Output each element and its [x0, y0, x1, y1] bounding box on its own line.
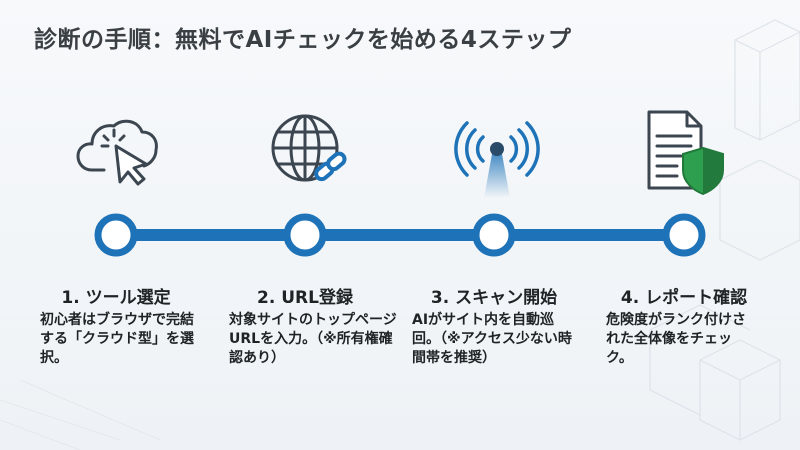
- step-3-title: 3. スキャン開始: [430, 288, 558, 308]
- step-4-title: 4. レポート確認: [620, 288, 748, 308]
- step-3-description: AIがサイト内を自動巡回。（※アクセス少ない時間帯を推奨）: [412, 312, 572, 366]
- cloud-cursor-icon: [76, 119, 158, 186]
- step-1-description: 初心者はブラウザで完結する「クラウド型」を選択。: [40, 312, 194, 366]
- step-4-description: 危険度がランク付けされた全体像をチェック。: [606, 312, 746, 366]
- step-2-description: 対象サイトのトップページURLを入力。（※所有権確認あり）: [229, 312, 397, 366]
- step-node-3: [472, 213, 516, 257]
- signal-scan-icon: [454, 121, 540, 198]
- step-node-2: [283, 213, 327, 257]
- step-node-1: [94, 213, 138, 257]
- document-shield-icon: [647, 110, 724, 196]
- step-node-4: [662, 213, 706, 257]
- step-1-title: 1. ツール選定: [61, 288, 171, 308]
- step-2-title: 2. URL登録: [257, 288, 353, 308]
- globe-link-icon: [271, 114, 347, 182]
- page-title: 診断の手順：無料でAIチェックを始める4ステップ: [34, 27, 572, 53]
